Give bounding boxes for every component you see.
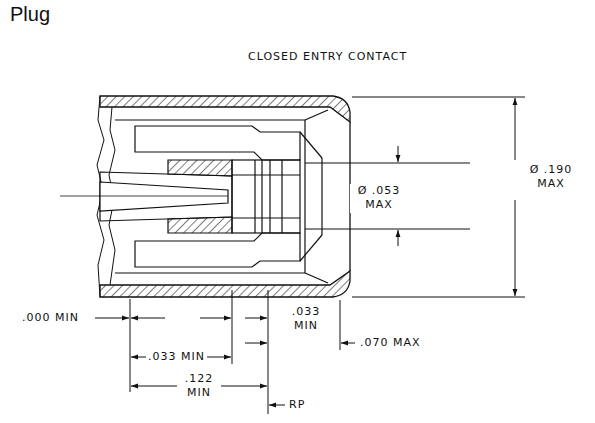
dimension-text: Ø .190 MAX xyxy=(522,163,580,192)
reference-text: RP xyxy=(287,398,307,412)
center-pin xyxy=(60,160,232,233)
dimension-text: .122 MIN xyxy=(177,372,221,401)
dimension-text: .000 MIN xyxy=(20,311,81,325)
dimension-text: .033 MIN xyxy=(146,350,207,364)
figure-title: Plug xyxy=(10,3,50,26)
housing xyxy=(97,96,350,297)
dimension-text: Ø .053 MAX xyxy=(350,184,408,213)
note-text: CLOSED ENTRY CONTACT xyxy=(246,50,409,64)
dimension-text: .033 MIN xyxy=(284,305,328,334)
dimension-lines xyxy=(95,97,525,414)
dimension-text: .070 MAX xyxy=(358,336,423,350)
